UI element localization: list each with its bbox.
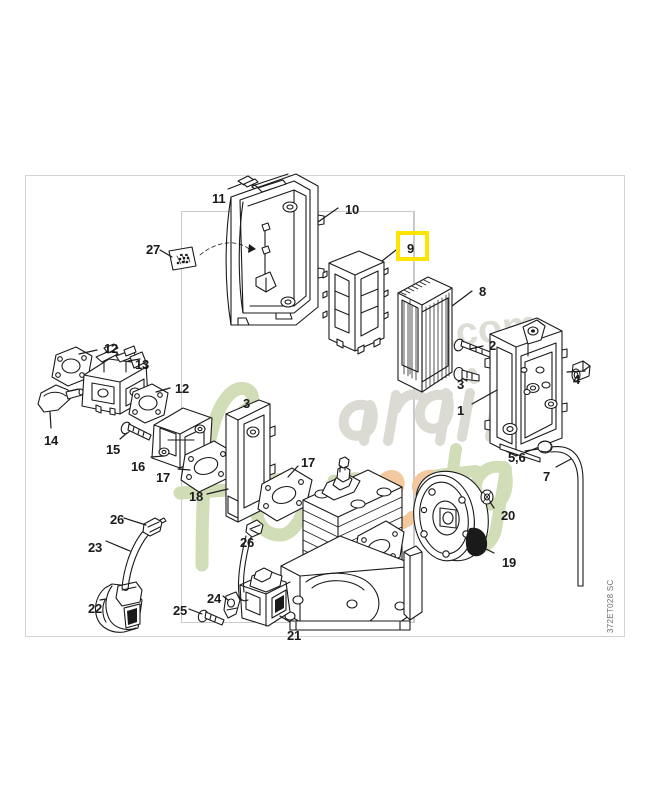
callout-26-right: 26	[240, 535, 255, 550]
callout-24: 24	[207, 591, 222, 606]
callout-12-lower: 12	[175, 381, 190, 396]
callout-12-upper: 12	[104, 341, 119, 356]
callout-8: 8	[479, 284, 487, 299]
callout-19: 19	[502, 555, 517, 570]
callout-9: 9	[407, 241, 415, 256]
callout-17-right: 17	[301, 455, 316, 470]
callout-3-right: 3	[457, 377, 465, 392]
callout-11: 11	[212, 191, 226, 206]
callout-7: 7	[543, 469, 551, 484]
callout-10: 10	[345, 202, 360, 217]
callout-4: 4	[573, 372, 581, 387]
drawing-code: 372ET028 SC	[594, 553, 615, 635]
drawing-code-text: 372ET028 SC	[606, 579, 615, 633]
callout-2: 2	[489, 338, 497, 353]
callout-14: 14	[44, 433, 59, 448]
callout-3-left: 3	[243, 396, 251, 411]
callout-21: 21	[287, 628, 302, 643]
callout-25: 25	[173, 603, 188, 618]
highlight-box-part-9[interactable]: 9	[396, 231, 429, 261]
callout-22: 22	[88, 601, 103, 616]
callout-16: 16	[131, 459, 146, 474]
callout-23: 23	[88, 540, 103, 555]
callout-1: 1	[457, 403, 465, 418]
callout-17-left: 17	[156, 470, 171, 485]
callout-15: 15	[106, 442, 121, 457]
callout-13: 13	[135, 357, 150, 372]
diagram-frame	[25, 175, 625, 637]
callout-26-left: 26	[110, 512, 125, 527]
callout-27: 27	[146, 242, 161, 257]
callout-20: 20	[501, 508, 516, 523]
callout-5-6: 5,6	[508, 450, 526, 465]
callout-18: 18	[189, 489, 204, 504]
